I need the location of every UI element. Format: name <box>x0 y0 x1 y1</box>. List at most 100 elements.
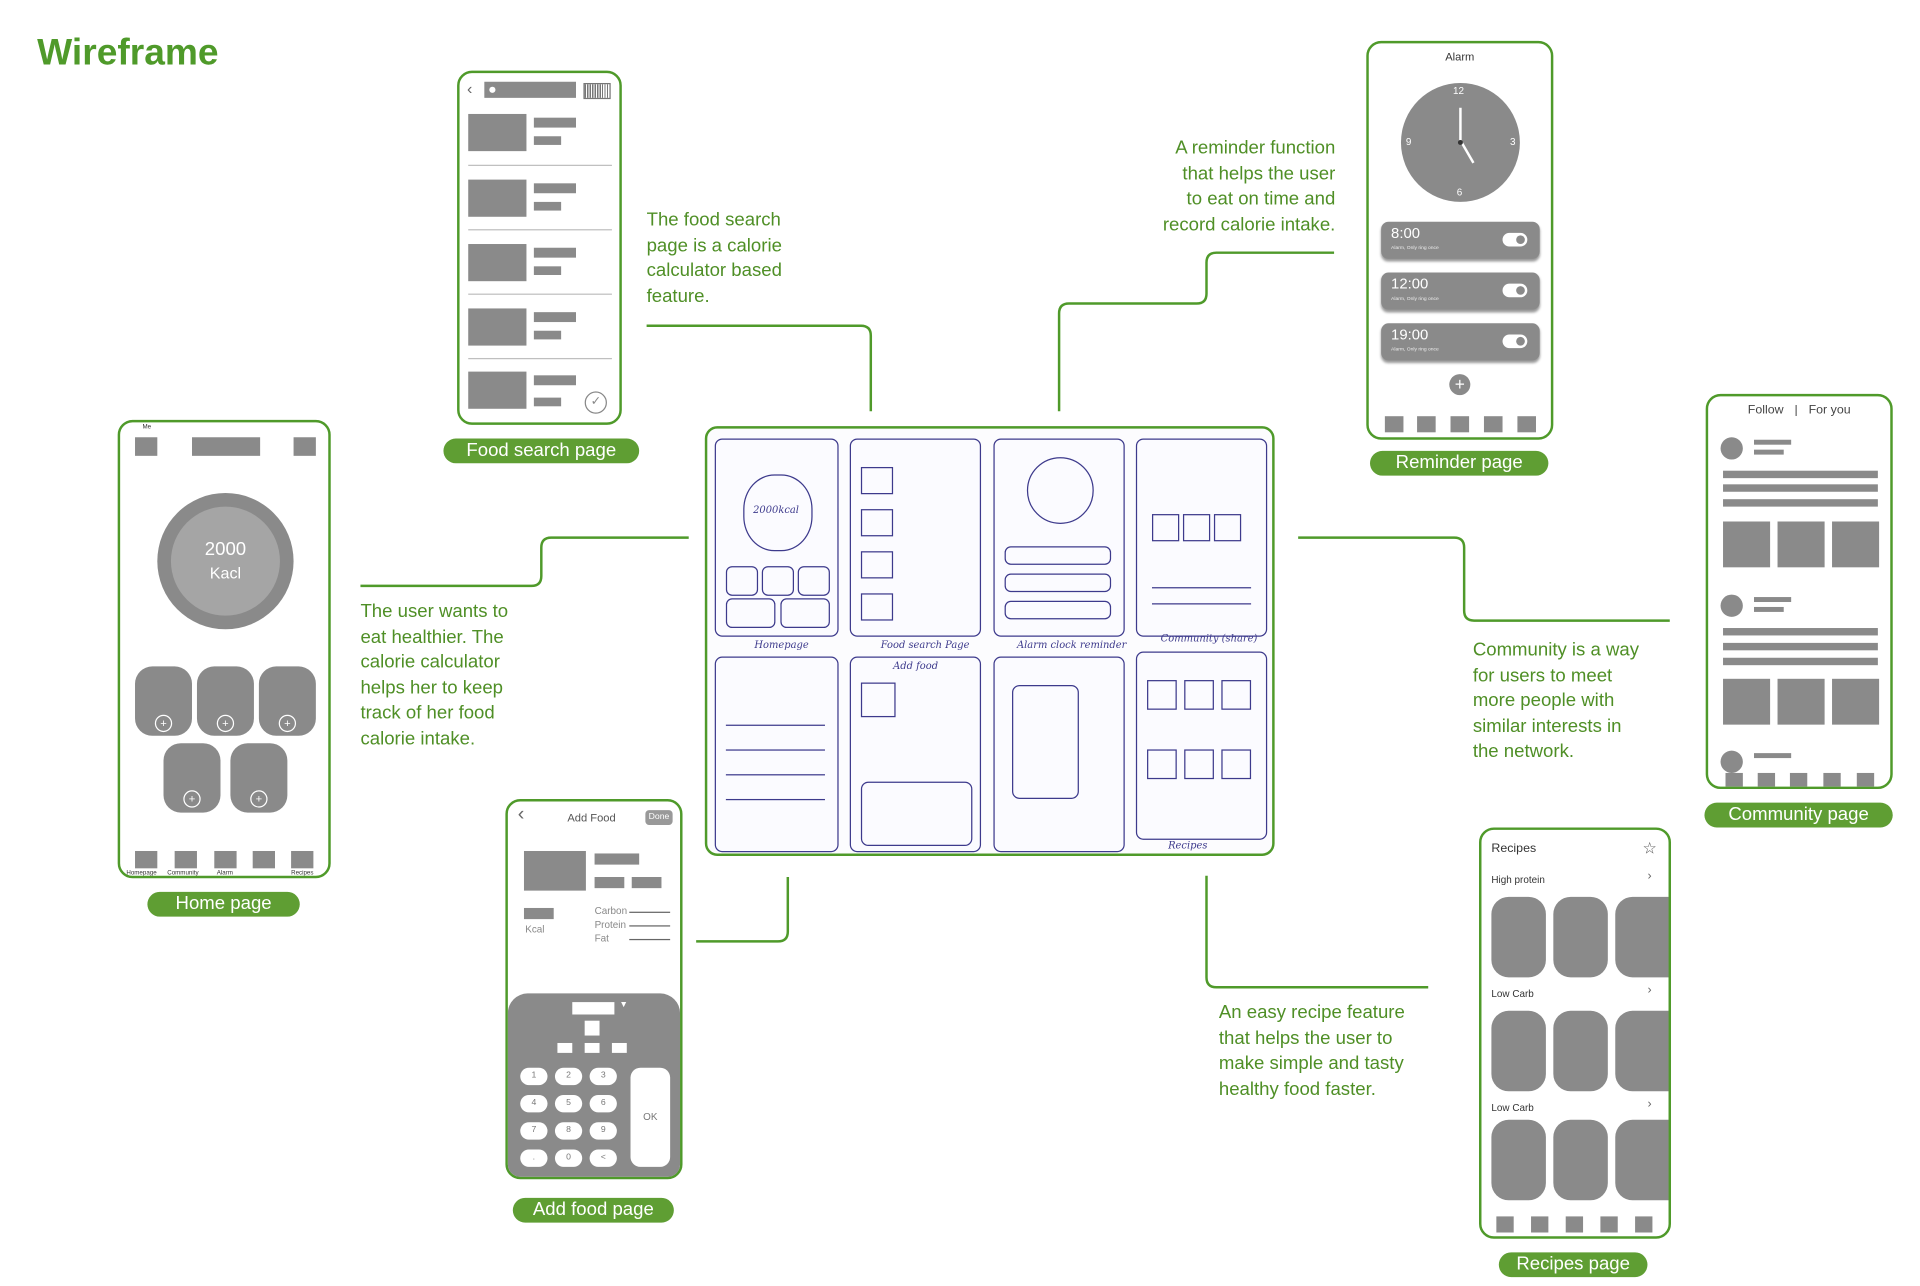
key-dot[interactable]: . <box>520 1149 548 1167</box>
note-line: An easy recipe feature <box>1218 1002 1405 1024</box>
tab-icon[interactable] <box>1531 1216 1549 1233</box>
tab-icon[interactable] <box>1565 1216 1584 1233</box>
back-icon[interactable]: ‹ <box>517 803 525 825</box>
key-7[interactable]: 7 <box>520 1122 548 1140</box>
meal-select[interactable] <box>572 1002 615 1015</box>
tab-community[interactable] <box>174 850 197 869</box>
recipe-card[interactable] <box>1615 1119 1669 1201</box>
key-8[interactable]: 8 <box>554 1122 583 1140</box>
recipe-card[interactable] <box>1615 1010 1669 1092</box>
sketch-line <box>725 744 825 751</box>
note-line: that helps the user to <box>1218 1027 1393 1049</box>
sketch-x-box <box>1184 749 1214 780</box>
post-image[interactable] <box>1832 521 1880 568</box>
tab-icon[interactable] <box>1496 1216 1514 1233</box>
sketch-x-box <box>1213 514 1242 542</box>
chevron-right-icon[interactable]: › <box>1647 983 1652 998</box>
key-9[interactable]: 9 <box>589 1122 617 1140</box>
tab-alarm[interactable] <box>214 850 237 869</box>
recipe-card[interactable] <box>1491 1010 1546 1092</box>
tab-icon[interactable] <box>1450 416 1470 433</box>
post-image[interactable] <box>1723 678 1771 725</box>
ok-button[interactable]: OK <box>630 1067 671 1167</box>
recipe-card[interactable] <box>1553 1010 1608 1092</box>
note-line: track of her food <box>360 702 495 724</box>
food-kcal <box>533 136 562 145</box>
food-name <box>533 312 576 323</box>
key-5[interactable]: 5 <box>554 1095 583 1113</box>
recipe-card[interactable] <box>1491 1119 1546 1201</box>
recipe-card[interactable] <box>1491 896 1546 978</box>
settings-icon[interactable] <box>293 437 316 456</box>
tab-extra[interactable] <box>252 850 275 869</box>
star-icon[interactable]: ☆ <box>1642 838 1657 858</box>
tab-follow[interactable]: Follow <box>1747 403 1784 418</box>
tab-icon[interactable] <box>1789 772 1808 787</box>
kcal-label: Kcal <box>525 924 545 936</box>
key-0[interactable]: 0 <box>554 1149 583 1167</box>
add-icon[interactable]: + <box>278 714 297 733</box>
key-3[interactable]: 3 <box>589 1067 617 1086</box>
note-home: The user wants to eat healthier. The cal… <box>360 600 508 752</box>
nutrient-line <box>629 911 671 913</box>
sketch-tile <box>761 566 795 596</box>
add-icon[interactable]: + <box>216 714 235 733</box>
alarm-item[interactable]: 12:00 Alarm, Only ring once <box>1381 272 1540 310</box>
tab-icon[interactable] <box>1417 416 1436 433</box>
key-4[interactable]: 4 <box>520 1095 548 1113</box>
alarm-toggle[interactable] <box>1502 232 1528 247</box>
barcode-icon[interactable] <box>583 82 611 100</box>
alarm-item[interactable]: 8:00 Alarm, Only ring once <box>1381 221 1540 259</box>
tab-icon[interactable] <box>1856 772 1875 787</box>
tab-icon[interactable] <box>1635 1216 1653 1233</box>
add-icon[interactable]: + <box>183 790 201 808</box>
search-bar[interactable] <box>484 81 576 98</box>
calorie-inner: 2000 Kacl <box>170 506 280 616</box>
alarm-toggle[interactable] <box>1502 334 1528 349</box>
key-2[interactable]: 2 <box>554 1067 583 1086</box>
tab-for-you[interactable]: For you <box>1808 403 1851 418</box>
recipe-card[interactable] <box>1615 896 1669 978</box>
tab-label: Community <box>167 869 199 877</box>
add-alarm-icon[interactable]: + <box>1449 374 1471 396</box>
tab-icon[interactable] <box>1823 772 1841 787</box>
post-image[interactable] <box>1777 678 1825 725</box>
chevron-right-icon[interactable]: › <box>1647 1097 1652 1112</box>
tab-icon[interactable] <box>1483 416 1503 433</box>
post-image[interactable] <box>1832 678 1880 725</box>
note-line: that helps the user <box>1182 162 1336 184</box>
tab-icon[interactable] <box>1725 772 1743 787</box>
tab-icon[interactable] <box>1384 416 1404 433</box>
tab-icon[interactable] <box>1517 416 1536 433</box>
recipe-card[interactable] <box>1553 896 1608 978</box>
key-1[interactable]: 1 <box>520 1067 548 1086</box>
key-6[interactable]: 6 <box>589 1095 617 1113</box>
note-food-search: The food search page is a calorie calcul… <box>647 208 782 310</box>
recipe-card[interactable] <box>1553 1119 1608 1201</box>
chevron-right-icon[interactable]: › <box>1647 869 1652 884</box>
add-icon[interactable]: + <box>250 790 268 808</box>
food-name <box>533 247 576 258</box>
tab-icon[interactable] <box>1600 1216 1618 1233</box>
post-image[interactable] <box>1723 521 1771 568</box>
sketch-x-box <box>860 551 894 579</box>
note-line: the network. <box>1472 740 1575 762</box>
alarm-toggle[interactable] <box>1502 283 1528 298</box>
sketch-list <box>1012 685 1079 799</box>
tab-homepage[interactable] <box>135 850 158 869</box>
done-button[interactable]: Done <box>645 810 673 825</box>
post-image[interactable] <box>1777 521 1825 568</box>
back-icon[interactable]: ‹ <box>466 79 473 98</box>
add-icon[interactable]: + <box>154 714 173 733</box>
check-icon[interactable]: ✓ <box>584 391 607 414</box>
tab-icon[interactable] <box>1757 772 1776 787</box>
nutrient-line <box>629 938 671 941</box>
note-line: calorie intake. <box>360 727 476 749</box>
alarm-item[interactable]: 19:00 Alarm, Only ring once <box>1381 323 1540 361</box>
key-backspace[interactable]: < <box>589 1149 617 1167</box>
note-line: healthy food faster. <box>1218 1078 1376 1100</box>
note-community: Community is a way for users to meet mor… <box>1473 638 1639 765</box>
sketch-tile <box>797 566 830 596</box>
profile-icon[interactable] <box>135 437 158 456</box>
tab-recipes[interactable] <box>291 850 314 869</box>
